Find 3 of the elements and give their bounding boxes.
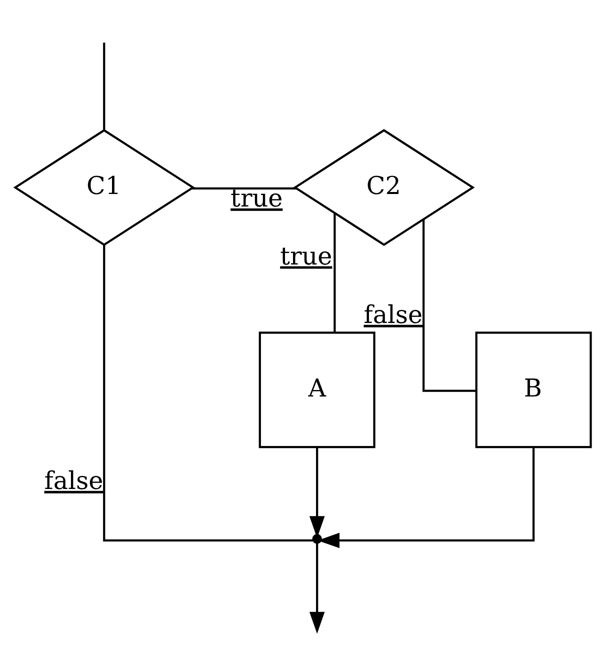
edge-label: true [230, 182, 283, 212]
edge-label: false [364, 299, 423, 328]
edge-label: false [44, 465, 104, 494]
